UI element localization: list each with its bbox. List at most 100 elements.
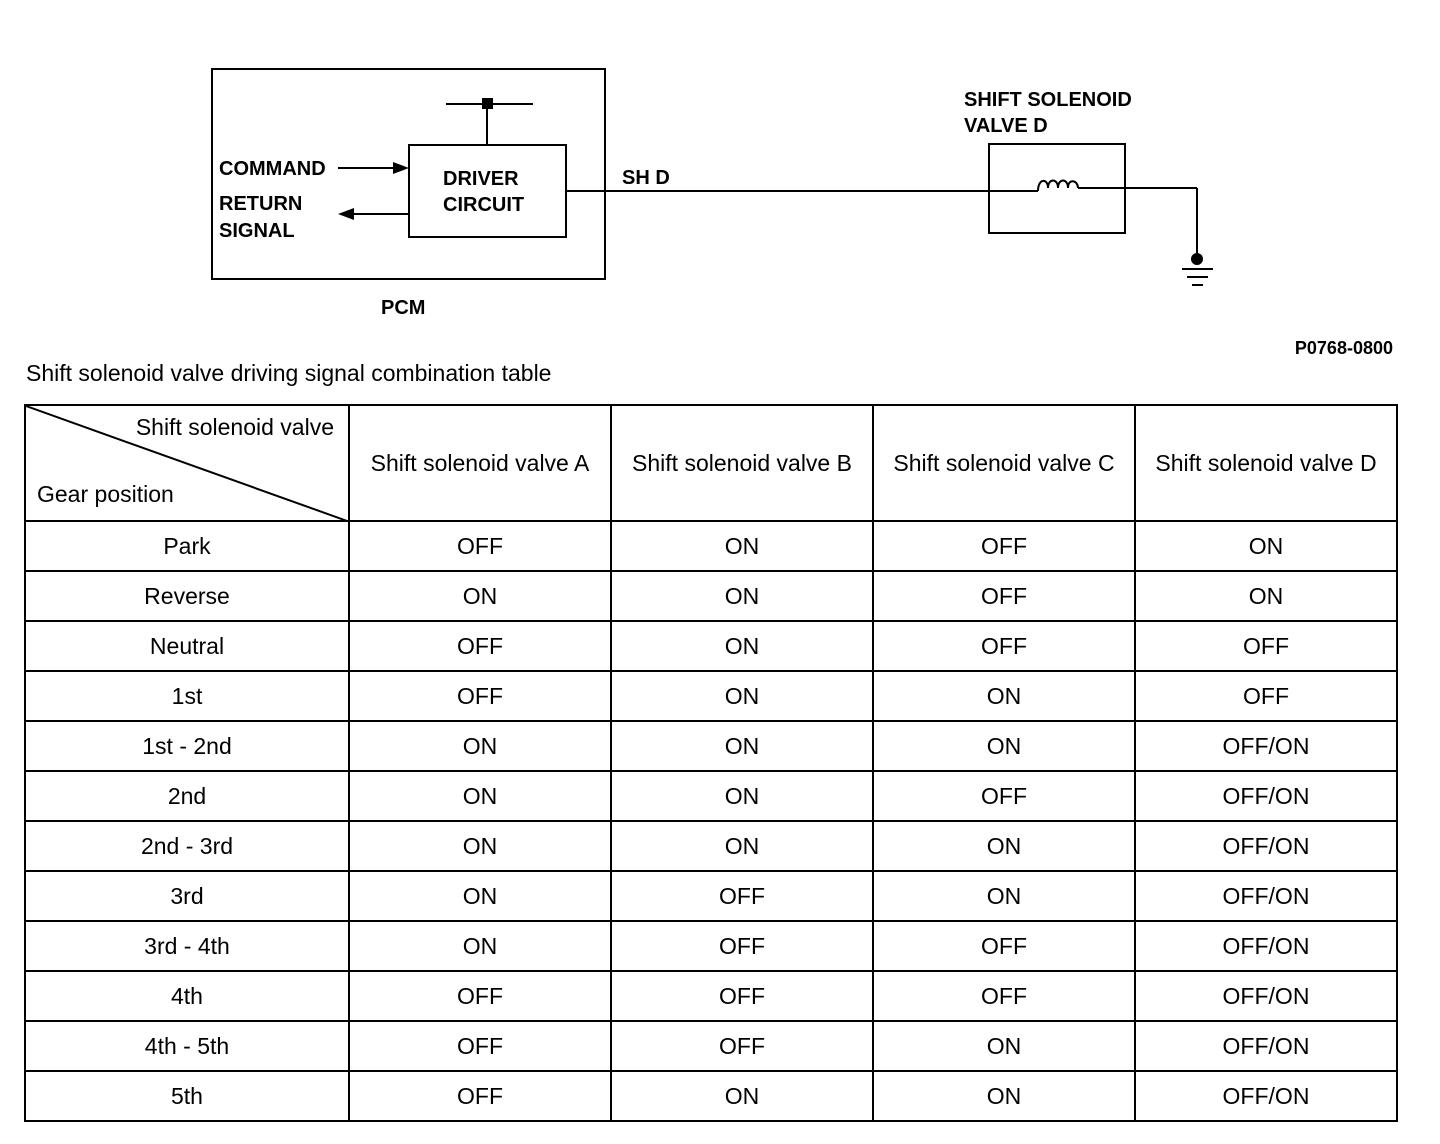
valve-d-state-cell: OFF/ON (1134, 720, 1398, 772)
table-title: Shift solenoid valve driving signal comb… (26, 360, 552, 386)
valve-d-state-cell: OFF/ON (1134, 920, 1398, 972)
coil-icon (1037, 179, 1079, 192)
solenoid-label-line2: VALVE D (964, 115, 1048, 137)
valve-c-state-cell: OFF (872, 620, 1136, 672)
sh-d-label: SH D (622, 167, 670, 189)
valve-c-state-cell: ON (872, 1070, 1136, 1122)
valve-b-state-cell: ON (610, 520, 874, 572)
gear-position-cell: 1st (24, 670, 350, 722)
valve-d-state-cell: OFF/ON (1134, 820, 1398, 872)
valve-d-state-cell: OFF/ON (1134, 870, 1398, 922)
valve-c-state-cell: ON (872, 720, 1136, 772)
ground-node (1191, 253, 1203, 265)
valve-c-state-cell: OFF (872, 970, 1136, 1022)
circuit-diagram: COMMAND RETURN SIGNAL DRIVER CIRCUIT SH … (211, 68, 1213, 319)
solenoid-label-line1: SHIFT SOLENOID (964, 89, 1132, 111)
valve-c-state-cell: OFF (872, 920, 1136, 972)
valve-b-state-cell: ON (610, 570, 874, 622)
corner-header-cell: Shift solenoid valve Gear position (24, 404, 350, 522)
valve-d-state-cell: ON (1134, 570, 1398, 622)
driver-circuit-box (408, 144, 567, 238)
valve-a-state-cell: OFF (348, 1020, 612, 1072)
diagonal-divider (26, 406, 350, 522)
valve-a-state-cell: ON (348, 870, 612, 922)
valve-c-state-cell: ON (872, 1020, 1136, 1072)
power-node (482, 98, 493, 109)
valve-a-state-cell: OFF (348, 620, 612, 672)
valve-b-state-cell: OFF (610, 970, 874, 1022)
ground-icon (1182, 268, 1213, 286)
gear-position-cell: 2nd (24, 770, 350, 822)
valve-b-state-cell: ON (610, 720, 874, 772)
valve-d-state-cell: OFF/ON (1134, 770, 1398, 822)
figure-id: P0768-0800 (1294, 338, 1393, 358)
valve-a-state-cell: OFF (348, 670, 612, 722)
valve-a-state-cell: ON (348, 570, 612, 622)
pcm-label: PCM (381, 297, 425, 319)
column-header-valve-b: Shift solenoid valve B (610, 404, 874, 522)
valve-b-state-cell: ON (610, 820, 874, 872)
valve-d-state-cell: OFF (1134, 670, 1398, 722)
return-signal-label-line1: RETURN (219, 193, 302, 215)
corner-header-valve: Shift solenoid valve (135, 414, 334, 440)
valve-b-state-cell: ON (610, 1070, 874, 1122)
valve-c-state-cell: OFF (872, 520, 1136, 572)
valve-c-state-cell: ON (872, 670, 1136, 722)
gear-position-cell: 5th (24, 1070, 350, 1122)
valve-a-state-cell: OFF (348, 1070, 612, 1122)
driver-label-line1: DRIVER (443, 168, 519, 190)
column-header-valve-d: Shift solenoid valve D (1134, 404, 1398, 522)
valve-d-state-cell: ON (1134, 520, 1398, 572)
valve-b-state-cell: OFF (610, 920, 874, 972)
gear-position-cell: 1st - 2nd (24, 720, 350, 772)
gear-position-cell: 4th - 5th (24, 1020, 350, 1072)
valve-b-state-cell: ON (610, 670, 874, 722)
gear-position-cell: 2nd - 3rd (24, 820, 350, 872)
return-signal-label-line2: SIGNAL (219, 220, 295, 242)
command-label: COMMAND (219, 158, 326, 180)
gear-position-cell: Park (24, 520, 350, 572)
valve-a-state-cell: ON (348, 920, 612, 972)
gear-position-cell: 4th (24, 970, 350, 1022)
valve-d-state-cell: OFF/ON (1134, 970, 1398, 1022)
gear-position-cell: 3rd - 4th (24, 920, 350, 972)
column-header-valve-c: Shift solenoid valve C (872, 404, 1136, 522)
column-header-valve-a: Shift solenoid valve A (348, 404, 612, 522)
valve-a-state-cell: OFF (348, 520, 612, 572)
valve-a-state-cell: ON (348, 820, 612, 872)
return-arrowhead (338, 208, 354, 220)
valve-b-state-cell: ON (610, 620, 874, 672)
pcm-box (211, 68, 606, 280)
valve-a-state-cell: OFF (348, 970, 612, 1022)
valve-b-state-cell: ON (610, 770, 874, 822)
gear-position-cell: 3rd (24, 870, 350, 922)
command-arrowhead (393, 162, 409, 174)
valve-c-state-cell: ON (872, 820, 1136, 872)
valve-a-state-cell: ON (348, 720, 612, 772)
gear-position-cell: Neutral (24, 620, 350, 672)
valve-c-state-cell: ON (872, 870, 1136, 922)
gear-position-cell: Reverse (24, 570, 350, 622)
valve-c-state-cell: OFF (872, 570, 1136, 622)
valve-d-state-cell: OFF/ON (1134, 1070, 1398, 1122)
corner-header-gear: Gear position (37, 481, 174, 507)
solenoid-combination-table: Shift solenoid valve Gear position Shift… (24, 404, 1398, 1122)
valve-c-state-cell: OFF (872, 770, 1136, 822)
valve-d-state-cell: OFF (1134, 620, 1398, 672)
valve-b-state-cell: OFF (610, 1020, 874, 1072)
valve-a-state-cell: ON (348, 770, 612, 822)
valve-d-state-cell: OFF/ON (1134, 1020, 1398, 1072)
driver-label-line2: CIRCUIT (443, 194, 524, 216)
